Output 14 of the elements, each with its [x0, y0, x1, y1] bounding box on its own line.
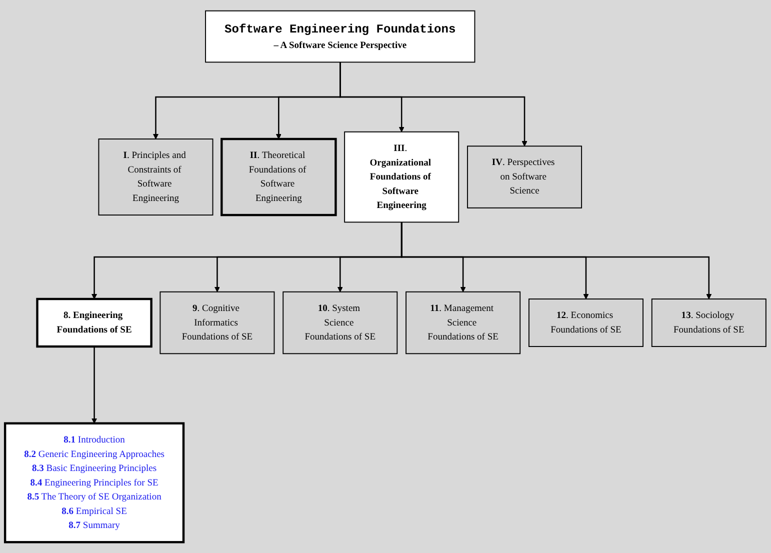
node-box: III. Organizational Foundations of Software Engineering — [344, 131, 460, 223]
node-box: 11. Management Science Foundations of SE — [406, 291, 521, 354]
arrow — [340, 60, 528, 146]
node-box: IV. Perspectives on Software Science — [467, 146, 582, 208]
node-box: II. Theoretical Foundations of Software Engineering — [220, 138, 337, 216]
node-box: Software Engineering Foundations – A Software Science Perspective — [205, 10, 476, 63]
node-box: 8.1 Introduction 8.2 Generic Engineering Approaches 8.3 Basic Engineering Principles 8.4 Engineering Principles for SE 8.5 The Theory of SE Organization 8.6 Empirical SE 8.7 Summary — [4, 422, 185, 544]
node-box: 13. Sociology Foundations of SE — [651, 298, 766, 347]
node-box: I. Principles and Constraints of Software Engineering — [98, 138, 214, 216]
node-box: 12. Economics Foundations of SE — [528, 298, 644, 347]
node-box: 8. Engineering Foundations of SE — [36, 298, 152, 348]
node-box: 9. Cognitive Informatics Foundations of SE — [160, 291, 275, 354]
arrow — [400, 220, 712, 300]
node-box: 10. System Science Foundations of SE — [282, 291, 398, 354]
